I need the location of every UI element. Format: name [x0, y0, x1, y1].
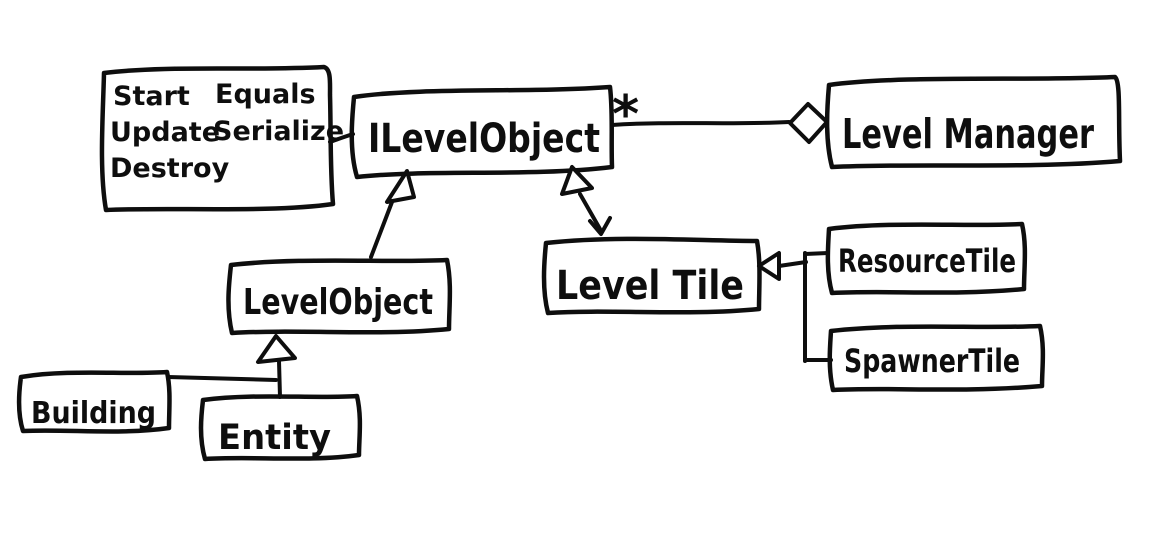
- resourcetile-box-outline: [825, 221, 1028, 296]
- aggregation-line: [610, 120, 791, 127]
- node-spawnertile: SpawnerTile: [827, 323, 1046, 393]
- note-link-line: [328, 132, 355, 144]
- ilevelobject-label: ILevelObject: [368, 116, 600, 162]
- levelobject-children-triangle: [256, 334, 297, 364]
- resourcetile-label: ResourceTile: [838, 242, 1016, 280]
- tile-inheritance-triangle: [757, 251, 781, 281]
- methods-note-line-start: Start: [113, 81, 190, 112]
- tile-inheritance-horizontal-line: [777, 260, 808, 268]
- node-resourcetile: ResourceTile: [825, 221, 1028, 296]
- resourcetile-branch-line: [803, 251, 830, 256]
- leveltile-inheritance-line: [578, 192, 602, 231]
- node-ilevelobject: ILevelObject: [349, 84, 615, 180]
- levelobject-label: LevelObject: [243, 282, 433, 323]
- methods-note-box-outline: [99, 64, 336, 213]
- building-box-outline: [16, 369, 172, 434]
- spawnertile-box-outline: [827, 323, 1046, 393]
- methods-note-line-serialize: Serialize: [213, 116, 344, 147]
- building-label: Building: [31, 396, 156, 431]
- levelmanager-box-outline: [824, 74, 1123, 170]
- methods-note-line-destroy: Destroy: [110, 153, 230, 184]
- node-levelobject: LevelObject: [226, 257, 453, 336]
- leveltile-box-outline: [541, 236, 762, 316]
- methods-note-line-update: Update: [110, 117, 220, 148]
- spawnertile-label: SpawnerTile: [844, 342, 1020, 380]
- leveltile-inheritance-triangle: [560, 165, 594, 196]
- entity-box-outline: [198, 393, 363, 462]
- methods-note-line-equals: Equals: [215, 79, 316, 110]
- ilevelobject-box-outline: [349, 84, 615, 180]
- entity-label: Entity: [218, 418, 331, 458]
- building-inheritance-line: [166, 375, 278, 382]
- leveltile-label: Level Tile: [556, 263, 744, 309]
- leveltile-arrowhead: [588, 216, 612, 236]
- entity-inheritance-line: [277, 359, 282, 399]
- node-levelmanager: Level Manager: [824, 74, 1123, 170]
- aggregation-multiplicity-star: *: [612, 85, 639, 145]
- levelmanager-label: Level Manager: [842, 110, 1095, 158]
- node-methods-note: Start Update Destroy Equals Serialize: [99, 64, 344, 213]
- levelobject-inheritance-triangle: [385, 169, 416, 204]
- levelobject-inheritance-line: [369, 200, 394, 259]
- aggregation-diamond: [788, 102, 829, 144]
- node-entity: Entity: [198, 393, 363, 462]
- node-leveltile: Level Tile: [541, 236, 762, 316]
- levelobject-box-outline: [226, 257, 453, 336]
- node-building: Building: [16, 369, 172, 434]
